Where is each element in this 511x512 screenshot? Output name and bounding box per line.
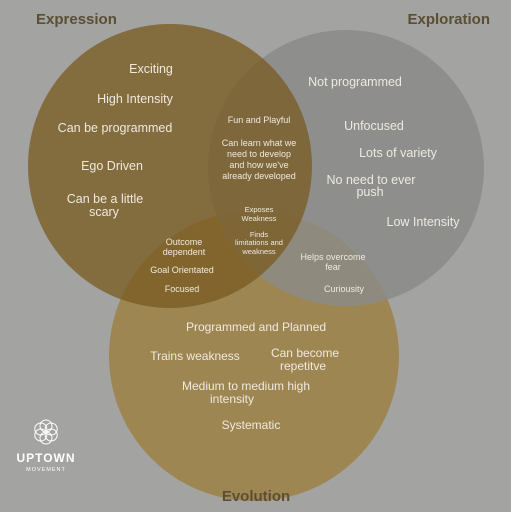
label-can-learn-2: need to develop bbox=[227, 149, 291, 159]
label-can-learn-3: and how we've bbox=[229, 160, 288, 170]
label-weakness: Weakness bbox=[242, 214, 277, 223]
label-scary: scary bbox=[89, 205, 120, 219]
label-fear: fear bbox=[325, 262, 341, 272]
label-helps-overcome: Helps overcome bbox=[300, 252, 365, 262]
label-can-become: Can become bbox=[271, 346, 339, 360]
label-outcome: Outcome bbox=[166, 237, 203, 247]
label-intensity: intensity bbox=[210, 392, 254, 406]
label-not-programmed: Not programmed bbox=[308, 75, 402, 89]
label-repetitve: repetitve bbox=[280, 359, 326, 373]
label-weakness-2: weakness bbox=[241, 247, 276, 256]
label-can-be-programmed: Can be programmed bbox=[58, 121, 173, 135]
title-evolution: Evolution bbox=[222, 488, 290, 505]
brand-tagline: MOVEMENT bbox=[26, 467, 66, 473]
label-exciting: Exciting bbox=[129, 62, 173, 76]
label-finds: Finds bbox=[250, 230, 269, 239]
label-medium-high: Medium to medium high bbox=[182, 379, 310, 393]
label-high-intensity: High Intensity bbox=[97, 92, 173, 106]
label-can-learn-1: Can learn what we bbox=[222, 138, 297, 148]
label-focused: Focused bbox=[165, 284, 200, 294]
label-lots-of-variety: Lots of variety bbox=[359, 146, 438, 160]
label-goal-orientated: Goal Orientated bbox=[150, 265, 214, 275]
label-push: push bbox=[356, 185, 383, 199]
label-exposes: Exposes bbox=[245, 205, 274, 214]
title-expression: Expression bbox=[36, 11, 117, 28]
label-ego-driven: Ego Driven bbox=[81, 159, 143, 173]
label-curiousity: Curiousity bbox=[324, 284, 365, 294]
label-limitations: limitations and bbox=[235, 238, 283, 247]
brand-name: UPTOWN bbox=[16, 451, 75, 465]
label-can-be-a-little: Can be a little bbox=[67, 192, 143, 206]
label-systematic: Systematic bbox=[222, 418, 281, 432]
label-dependent: dependent bbox=[163, 247, 206, 257]
label-can-learn-4: already developed bbox=[222, 171, 296, 181]
label-programmed-and-planned: Programmed and Planned bbox=[186, 320, 326, 334]
label-unfocused: Unfocused bbox=[344, 119, 404, 133]
label-fun-and-playful: Fun and Playful bbox=[228, 115, 291, 125]
circle-expression bbox=[28, 24, 312, 308]
flower-ring-icon bbox=[34, 419, 58, 445]
label-low-intensity: Low Intensity bbox=[387, 215, 461, 229]
label-trains-weakness: Trains weakness bbox=[150, 349, 240, 363]
title-exploration: Exploration bbox=[407, 11, 490, 28]
label-no-need-to-ever: No need to ever bbox=[327, 173, 416, 187]
